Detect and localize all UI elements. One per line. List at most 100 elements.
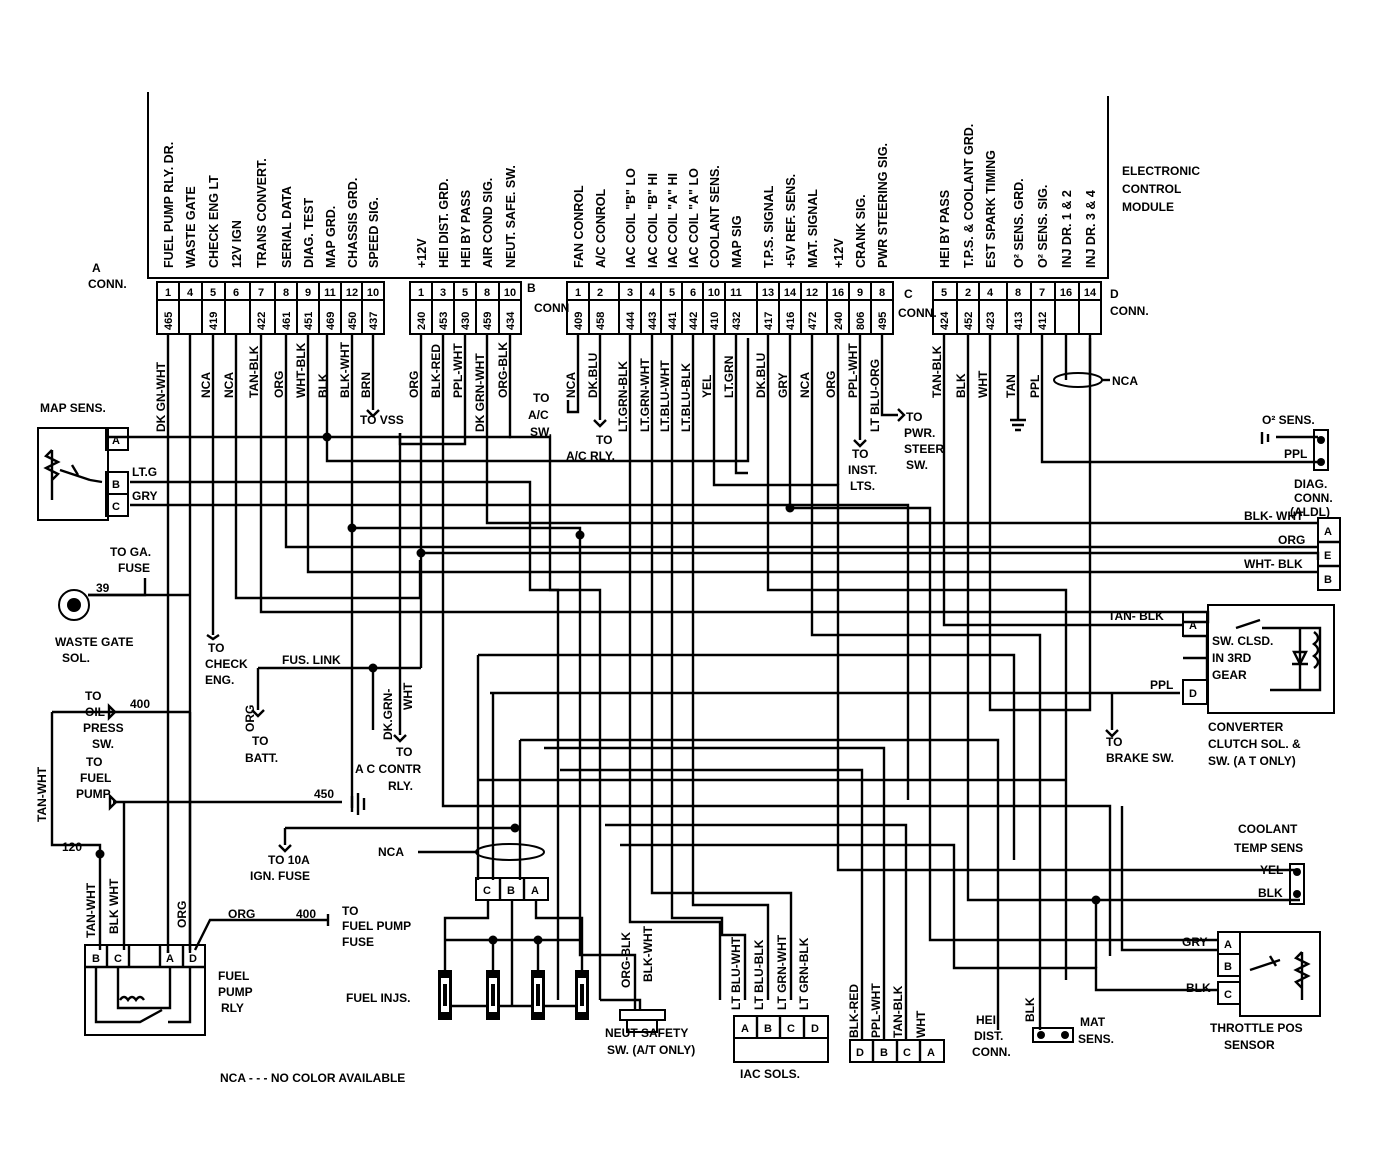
waste-gate-label-2: SOL. bbox=[62, 651, 90, 665]
to-fuel-fuse-1: TO bbox=[342, 904, 358, 918]
wire-bus-655 bbox=[478, 653, 1016, 860]
switch-icon bbox=[1235, 618, 1322, 692]
pin-number: 4 bbox=[649, 287, 656, 299]
inj-pin-c: C bbox=[483, 885, 491, 897]
pin-number: 14 bbox=[1084, 287, 1097, 299]
hei-pin-b: B bbox=[880, 1047, 888, 1059]
map-pin-a: A bbox=[112, 435, 120, 447]
ecm-label-1: ELECTRONIC bbox=[1122, 164, 1200, 178]
pin-function-label: HEI BY PASS bbox=[459, 190, 473, 268]
to-fuel-fuse-2: FUEL PUMP bbox=[342, 919, 411, 933]
wire-bus-740 bbox=[520, 738, 1000, 1030]
pin-function-label: T.P.S. & COOLANT GRD. bbox=[962, 124, 976, 268]
conv-pin-a: A bbox=[1189, 620, 1197, 632]
hei-wire-blk-red: BLK-RED bbox=[847, 984, 861, 1038]
map-sensor-box bbox=[37, 427, 109, 521]
wire-color-label: NCA bbox=[798, 372, 812, 398]
pin-function-label: FAN CONROL bbox=[572, 185, 586, 268]
iac-pin-c: C bbox=[787, 1023, 795, 1035]
pin-function-label: EST SPARK TIMING bbox=[984, 150, 998, 268]
to-inst-lts-3: LTS. bbox=[850, 479, 875, 493]
waste-gate: TO GA. FUSE 39 WASTE GATE SOL. bbox=[55, 545, 151, 665]
iac-wire-lt-blu-wht: LT BLU-WHT bbox=[729, 936, 743, 1010]
neut-switch-base bbox=[626, 1019, 658, 1033]
wire-452 bbox=[966, 335, 1300, 902]
map-sens-label: MAP SENS. bbox=[40, 401, 106, 415]
to-10a-2: IGN. FUSE bbox=[250, 869, 310, 883]
wire-459 bbox=[485, 335, 1318, 525]
conv-pin-box bbox=[1182, 679, 1208, 705]
wire-441 bbox=[670, 335, 747, 1000]
wire-color-label: TAN-BLK bbox=[247, 345, 261, 398]
pin-function-label: DIAG. TEST bbox=[302, 197, 316, 268]
pin-number: 3 bbox=[627, 287, 633, 299]
coil-icon bbox=[1312, 631, 1320, 669]
to-oil-4: SW. bbox=[92, 737, 114, 751]
neut-switch-body bbox=[619, 1009, 666, 1021]
ground-icon bbox=[350, 793, 366, 815]
tps-pin-b: B bbox=[1224, 961, 1232, 973]
pin-function-label: SPEED SIG. bbox=[367, 197, 381, 268]
a-conn-label-2: CONN. bbox=[88, 277, 127, 291]
top-labels: TO VSS TO A/C SW. TO A/C RLY. TO INST. L… bbox=[360, 372, 1138, 493]
pin-number: 8 bbox=[1015, 287, 1021, 299]
wire-443 bbox=[650, 335, 793, 1000]
circuit-number: 423 bbox=[985, 312, 997, 330]
wire-469 bbox=[325, 335, 750, 463]
to-vss: TO VSS bbox=[360, 413, 404, 427]
fuel-pump-relay: TO OIL PRESS SW. 400 TAN-WHT TO FUEL PUM… bbox=[35, 689, 411, 1036]
splice-dot bbox=[510, 823, 520, 833]
iac-pin-a: A bbox=[741, 1023, 749, 1035]
neut-wire-org-blk: ORG-BLK bbox=[619, 932, 633, 988]
pin-number: 13 bbox=[762, 287, 774, 299]
pin-function-label: INJ DR. 1 & 2 bbox=[1060, 190, 1074, 268]
to-batt-2: BATT. bbox=[245, 751, 278, 765]
to-ac-rly-1: TO bbox=[596, 433, 612, 447]
circuit-number: 806 bbox=[855, 312, 867, 330]
map-sensor: A B C MAP SENS. LT.G GRY bbox=[37, 401, 158, 521]
pin-function-label: TRANS CONVERT. bbox=[255, 158, 269, 268]
mat-blk: BLK bbox=[1023, 997, 1037, 1022]
diode-icon bbox=[1292, 650, 1308, 667]
pin-number: 4 bbox=[187, 287, 194, 299]
map-pin-box bbox=[105, 427, 129, 451]
neut-wiring bbox=[600, 998, 642, 1010]
tan-wht-side: TAN-WHT bbox=[35, 766, 49, 822]
to-check-eng-1: TO bbox=[208, 641, 224, 655]
splice-dot bbox=[785, 503, 795, 513]
wire-batt bbox=[258, 666, 375, 730]
twisted-pair-icon bbox=[475, 843, 545, 861]
diag-connector bbox=[1317, 517, 1341, 591]
mat-sensor: BLK MAT SENS. bbox=[1023, 997, 1114, 1046]
wire-map-b bbox=[130, 480, 602, 1000]
circuit-number: 422 bbox=[256, 312, 268, 330]
pin-number: 9 bbox=[305, 287, 311, 299]
solenoid-core-icon bbox=[67, 598, 81, 612]
circuit-number: 437 bbox=[368, 312, 380, 330]
to-ac-sw-3: SW. bbox=[530, 425, 552, 439]
to-fuel-fuse-3: FUSE bbox=[342, 935, 374, 949]
pin-function-label: +12V bbox=[415, 238, 429, 268]
wire-417 bbox=[766, 335, 1068, 980]
dk-grn-wht-2: WHT bbox=[401, 682, 415, 710]
tps-box bbox=[1239, 931, 1321, 1017]
footnote: NCA - - - NO COLOR AVAILABLE bbox=[220, 1071, 405, 1085]
iac-sols-label: IAC SOLS. bbox=[740, 1067, 800, 1081]
pin-function-label: O² SENS. GRD. bbox=[1012, 178, 1026, 268]
nca-mid: NCA bbox=[378, 845, 404, 859]
wire-434 bbox=[508, 335, 560, 1000]
wire-472 bbox=[810, 335, 1042, 1030]
to-inst-lts-2: INST. bbox=[848, 463, 877, 477]
circuit-number: 443 bbox=[647, 312, 659, 330]
injector-wiring bbox=[443, 900, 584, 1020]
hei-wire-ppl-wht: PPL-WHT bbox=[869, 983, 883, 1038]
pin-number: 10 bbox=[367, 287, 379, 299]
diag-pin-e: E bbox=[1324, 550, 1331, 562]
pin-function-label: PWR STEERING SIG. bbox=[876, 143, 890, 268]
wire-color-label: BRN bbox=[359, 372, 373, 398]
relay-org: ORG bbox=[228, 907, 255, 921]
inj-pin-b: B bbox=[507, 885, 515, 897]
wire-color-label: ORG bbox=[824, 371, 838, 398]
wire-color-label: PPL-WHT bbox=[451, 343, 465, 398]
